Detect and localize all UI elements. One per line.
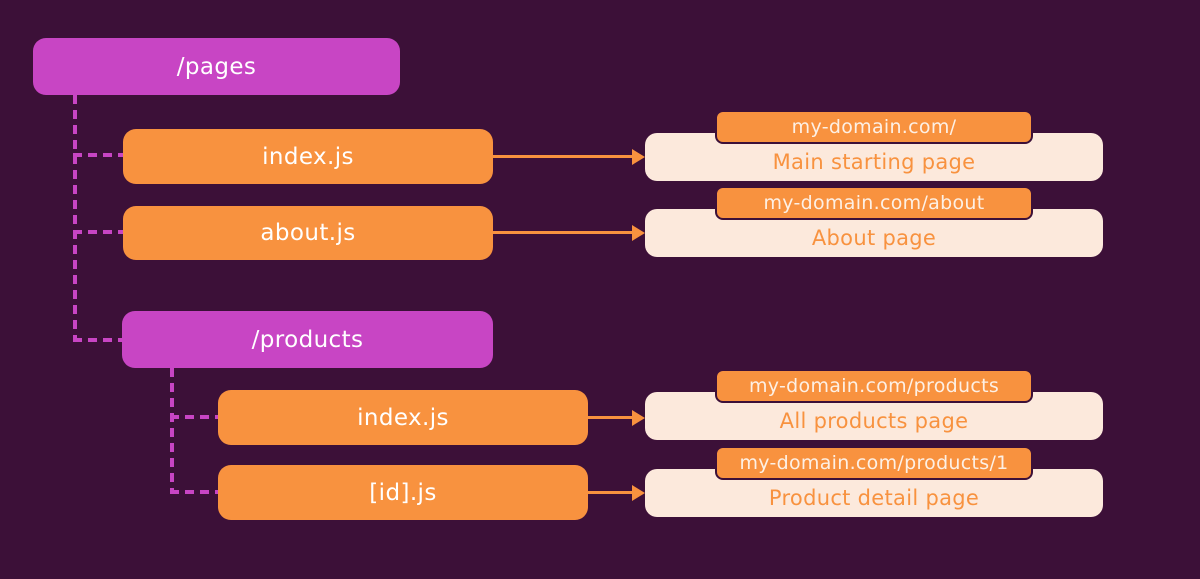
connector-products-trunk	[170, 368, 174, 494]
result-label-all-products: All products page	[779, 408, 969, 433]
connector-pages-to-about	[73, 230, 123, 234]
result-label-product-detail: Product detail page	[768, 485, 980, 510]
connector-products-to-index	[170, 415, 218, 419]
url-badge-product-detail: my-domain.com/products/1	[715, 446, 1033, 480]
connector-products-to-id	[170, 490, 218, 494]
folder-node-products: /products	[122, 311, 493, 368]
file-node-index-js: index.js	[123, 129, 493, 184]
file-node-about-js: about.js	[123, 206, 493, 260]
folder-node-pages-label: /pages	[176, 53, 257, 80]
result-label-about: About page	[811, 225, 937, 250]
result-card-all-products: my-domain.com/products All products page	[645, 369, 1103, 440]
arrow-id-to-product-detail-icon	[588, 491, 632, 494]
file-node-products-index-js-label: index.js	[357, 404, 449, 431]
file-node-products-id-js: [id].js	[218, 465, 588, 520]
connector-pages-to-products	[73, 338, 122, 342]
result-card-product-detail: my-domain.com/products/1 Product detail …	[645, 446, 1103, 517]
url-badge-about-text: my-domain.com/about	[763, 192, 985, 214]
url-badge-home: my-domain.com/	[715, 110, 1033, 144]
folder-node-products-label: /products	[251, 326, 364, 353]
folder-node-pages: /pages	[33, 38, 400, 95]
connector-pages-to-index	[73, 153, 123, 157]
connector-pages-trunk	[73, 95, 77, 342]
result-card-about: my-domain.com/about About page	[645, 186, 1103, 257]
file-node-products-index-js: index.js	[218, 390, 588, 445]
url-badge-about: my-domain.com/about	[715, 186, 1033, 220]
file-node-products-id-js-label: [id].js	[369, 479, 437, 506]
arrow-index-to-home-icon	[493, 155, 632, 158]
url-badge-all-products: my-domain.com/products	[715, 369, 1033, 403]
file-node-about-js-label: about.js	[260, 220, 356, 246]
result-label-home: Main starting page	[772, 149, 976, 174]
url-badge-home-text: my-domain.com/	[791, 116, 957, 138]
arrow-products-index-to-all-icon	[588, 416, 632, 419]
result-card-home: my-domain.com/ Main starting page	[645, 110, 1103, 181]
url-badge-all-products-text: my-domain.com/products	[748, 375, 1000, 397]
url-badge-product-detail-text: my-domain.com/products/1	[739, 452, 1009, 474]
arrow-about-to-about-page-icon	[493, 231, 632, 234]
file-node-index-js-label: index.js	[262, 143, 354, 170]
